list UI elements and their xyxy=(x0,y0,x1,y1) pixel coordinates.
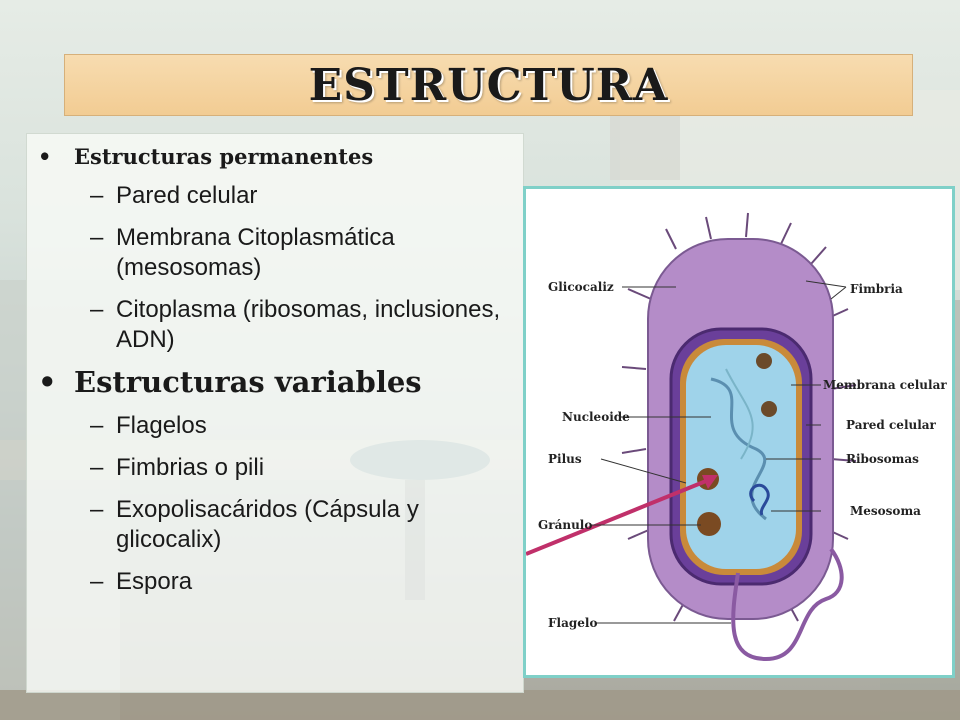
list-item: – Membrana Citoplasmática (mesosomas) xyxy=(34,223,514,283)
section-heading-text: Estructuras permanentes xyxy=(74,144,374,169)
dash-marker: – xyxy=(90,224,104,251)
bullet-list: • Estructuras permanentes – Pared celula… xyxy=(34,142,514,597)
label-glicocaliz: Glicocaliz xyxy=(548,280,614,294)
label-nucleoide: Nucleoide xyxy=(562,410,630,424)
dash-marker: – xyxy=(90,454,104,481)
list-item-text: Pared celular xyxy=(116,182,258,209)
list-item: – Citoplasma (ribosomas, inclusiones, AD… xyxy=(34,295,514,355)
dash-marker: – xyxy=(90,182,104,209)
title-bar: ESTRUCTURA xyxy=(64,54,913,116)
list-item: – Espora xyxy=(34,567,514,597)
mesosome-shape xyxy=(749,483,770,516)
bullet-dot: • xyxy=(38,144,52,169)
nucleoid-strand xyxy=(725,368,754,460)
list-item-text: Membrana Citoplasmática (mesosomas) xyxy=(116,224,395,281)
list-item: – Flagelos xyxy=(34,411,514,441)
granule-shape xyxy=(756,353,772,369)
dash-marker: – xyxy=(90,568,104,595)
bacteria-diagram-frame: Glicocaliz Fimbria Membrana celular Nucl… xyxy=(523,186,955,678)
label-flagelo: Flagelo xyxy=(548,616,597,630)
label-granulo: Gránulo xyxy=(538,518,592,532)
bullet-dot: • xyxy=(38,365,57,399)
label-fimbria: Fimbria xyxy=(850,282,903,296)
list-item: – Fimbrias o pili xyxy=(34,453,514,483)
flagellum-shape xyxy=(731,547,844,662)
list-item-text: Citoplasma (ribosomas, inclusiones, ADN) xyxy=(116,296,501,353)
label-pared: Pared celular xyxy=(846,418,937,432)
cytoplasm-shape xyxy=(686,345,796,569)
pointer-arrow-head xyxy=(702,475,718,489)
section-heading-permanentes: • Estructuras permanentes xyxy=(34,144,514,169)
label-ribosomas: Ribosomas xyxy=(846,452,919,466)
granule-shape xyxy=(761,401,777,417)
dash-marker: – xyxy=(90,412,104,439)
list-item-text: Fimbrias o pili xyxy=(116,454,265,481)
label-pilus: Pilus xyxy=(548,452,582,466)
label-mesosoma: Mesosoma xyxy=(850,504,921,518)
list-item-text: Exopolisacáridos (Cápsula y glicocalix) xyxy=(116,496,419,553)
label-membrana: Membrana celular xyxy=(823,378,947,392)
leader-lines xyxy=(591,280,847,624)
dash-marker: – xyxy=(90,296,104,323)
text-panel xyxy=(26,133,524,693)
section-heading-text: Estructuras variables xyxy=(74,365,422,399)
list-item: – Exopolisacáridos (Cápsula y glicocalix… xyxy=(34,495,514,555)
list-item-text: Flagelos xyxy=(116,412,207,439)
list-item-text: Espora xyxy=(116,568,193,595)
pointer-arrow-line xyxy=(525,477,712,556)
slide-title: ESTRUCTURA xyxy=(308,59,669,111)
dash-marker: – xyxy=(90,496,104,523)
section-heading-variables: • Estructuras variables xyxy=(34,365,514,399)
granule-shape xyxy=(697,512,721,536)
list-item: – Pared celular xyxy=(34,181,514,211)
bacteria-diagram: Glicocaliz Fimbria Membrana celular Nucl… xyxy=(525,212,947,662)
